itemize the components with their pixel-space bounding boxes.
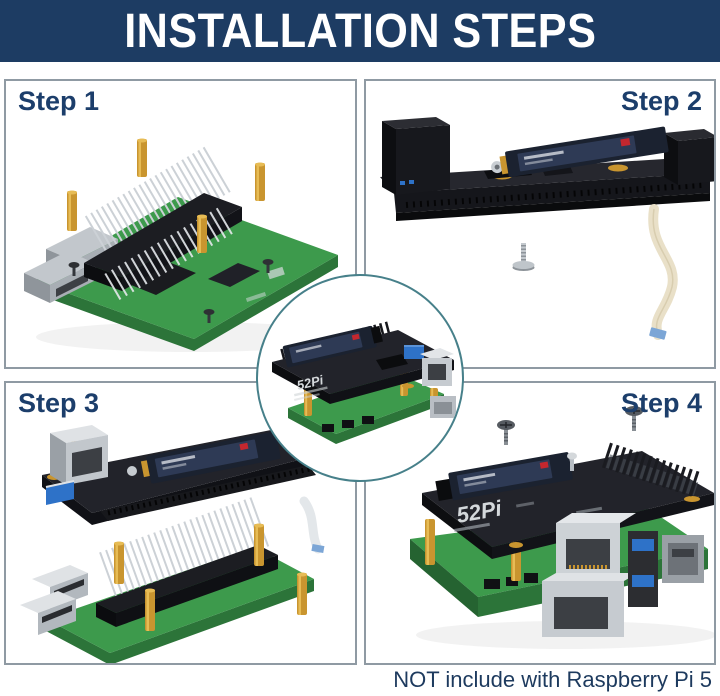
step-2-photo <box>380 117 714 340</box>
m2-socket-riser <box>664 129 714 185</box>
assembled-stack-photo: 52Pi <box>272 321 456 444</box>
step-1-panel: Step 1 <box>4 79 357 369</box>
ethernet-port-bottom <box>542 573 638 637</box>
step-4-label: Step 4 <box>620 388 702 418</box>
ethernet-port <box>50 425 108 485</box>
step-3-label: Step 3 <box>18 388 100 418</box>
ffc-cable <box>299 496 325 554</box>
nvme-ssd <box>435 452 573 502</box>
assembled-stack-inset: 52Pi <box>256 274 464 482</box>
gpio-pin-comb <box>601 442 703 498</box>
ethernet-port <box>420 348 456 418</box>
step-2-panel: Step 2 <box>364 79 716 369</box>
title-banner: INSTALLATION STEPS <box>0 0 720 62</box>
step-4-photo: 52Pi <box>410 406 714 649</box>
ethernet-port-top <box>556 513 636 575</box>
step-3-photo <box>20 425 325 663</box>
page-title: INSTALLATION STEPS <box>123 4 597 58</box>
nvme-ssd <box>282 325 383 368</box>
brand-logo-text: 52Pi <box>295 372 325 393</box>
gpio-header-pins <box>96 496 278 627</box>
nvme-ssd <box>140 431 281 484</box>
usb3-port <box>404 345 424 359</box>
gpio-standoffs <box>67 138 265 253</box>
ffc-cable <box>648 204 678 340</box>
step-1-label: Step 1 <box>18 86 100 116</box>
nvme-ssd <box>491 126 669 178</box>
raspberry-pi-board <box>34 197 338 351</box>
ethernet-port <box>382 117 450 195</box>
step-2-label: Step 2 <box>620 86 702 116</box>
usb-port-stack <box>20 565 88 635</box>
footer-note: NOT include with Raspberry Pi 5 <box>393 667 712 692</box>
usb3-ports <box>628 531 658 607</box>
usb-a-port <box>662 535 704 583</box>
step-1-photo <box>24 138 346 352</box>
thumb-screw <box>512 243 535 271</box>
usb3-port <box>45 480 75 505</box>
gpio-standoffs <box>114 523 307 631</box>
screws <box>497 406 643 471</box>
gpio-header <box>84 146 242 300</box>
